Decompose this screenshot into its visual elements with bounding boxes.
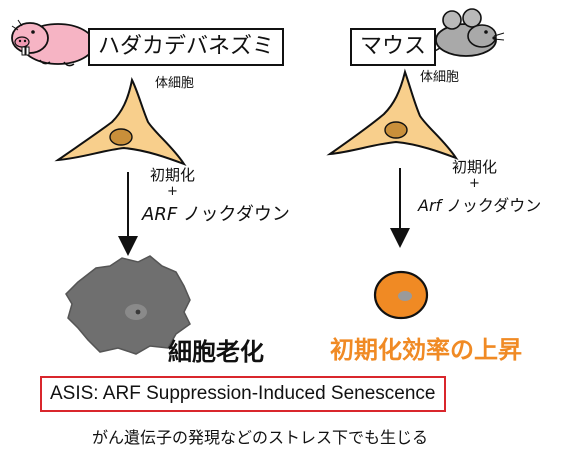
reprogrammed-cell <box>373 270 429 320</box>
right-knockdown: Arf ノックダウン <box>418 192 541 216</box>
left-reprogramming-label: 初期化 <box>150 166 196 184</box>
left-knockdown-label: ノックダウン <box>182 204 290 225</box>
left-plus: + <box>167 184 178 199</box>
right-gene-name: Arf <box>418 196 442 215</box>
naked-mole-rat-label: ハダカデバネズミ <box>88 28 285 66</box>
asis-definition-box: ASIS: ARF Suppression-Induced Senescence <box>40 376 446 412</box>
left-condition: 初期化 + <box>150 166 196 200</box>
senescent-cell <box>65 255 191 355</box>
right-reprogramming-label: 初期化 <box>452 158 498 176</box>
left-somatic-cell <box>54 76 187 167</box>
naked-mole-rat-icon <box>11 19 95 67</box>
mouse-label: マウス <box>350 28 437 66</box>
left-gene-name: ARF <box>142 204 178 225</box>
reprogramming-efficiency-result: 初期化効率の上昇 <box>330 336 522 364</box>
senescence-result: 細胞老化 <box>168 338 264 366</box>
right-plus: + <box>469 176 480 191</box>
right-somatic-cell <box>326 68 459 161</box>
right-somatic-cell-label: 体細胞 <box>420 70 460 85</box>
right-condition: 初期化 + <box>452 158 498 192</box>
left-somatic-cell-label: 体細胞 <box>155 76 195 91</box>
right-knockdown-label: ノックダウン <box>446 196 542 215</box>
footer-note: がん遺伝子の発現などのストレス下でも生じる <box>92 428 429 447</box>
left-knockdown: ARF ノックダウン <box>142 200 290 226</box>
